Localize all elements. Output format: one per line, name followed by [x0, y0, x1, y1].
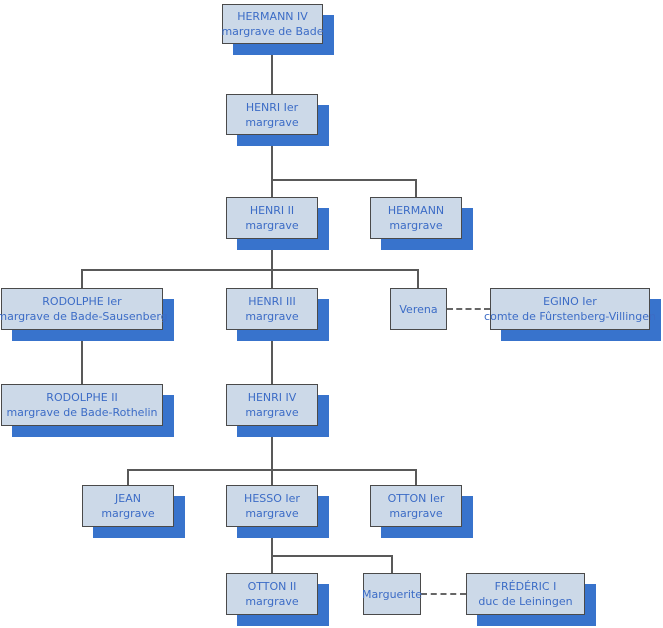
connector-rail-hesso-children: [271, 555, 393, 557]
node-rodolphe-ier[interactable]: RODOLPHE Ier margrave de Bade-Sausenberg: [0, 288, 168, 330]
node-henri-iii[interactable]: HENRI III margrave: [226, 288, 318, 330]
node-rodolphe-ii[interactable]: RODOLPHE II margrave de Bade-Rothelin: [1, 384, 163, 426]
person-name: HENRI Ier: [245, 100, 299, 114]
connector-henri1-henri2: [271, 135, 273, 197]
person-title: margrave: [245, 595, 299, 608]
connector-drop-otton1: [415, 469, 417, 485]
node-jean[interactable]: JEAN margrave: [82, 485, 174, 527]
connector-rail-henri4-children: [127, 469, 417, 471]
person-name: HESSO Ier: [244, 492, 300, 505]
person-title: margrave de Bade-Rothelin: [6, 406, 158, 419]
node-hesso-ier[interactable]: HESSO Ier margrave: [226, 485, 318, 527]
node-frederic-i[interactable]: FRÉDÉRIC I duc de Leiningen: [466, 573, 585, 615]
person-name: HERMANN: [387, 204, 445, 217]
person-name: OTTON Ier: [387, 492, 445, 505]
connector-drop-hermann: [415, 179, 417, 197]
person-name: HENRI II: [249, 204, 295, 217]
person-title: comte de Fûrstenberg-Villingen: [484, 310, 656, 323]
person-name: HERMANN IV: [237, 10, 308, 23]
marriage-line-verena-egino: [447, 308, 490, 310]
person-title: margrave de Bade-Sausenberg: [0, 310, 168, 323]
connector-drop-verena: [417, 269, 419, 288]
connector-hermann4-henri1: [271, 44, 273, 94]
person-title: margrave: [389, 507, 443, 520]
person-title: margrave: [245, 219, 299, 232]
person-name: RODOLPHE Ier: [42, 295, 122, 308]
connector-henri3-henri4: [271, 330, 273, 384]
connector-henri2-henri3: [271, 239, 273, 288]
person-name: FRÉDÉRIC I: [494, 580, 557, 593]
person-title: margrave: [245, 310, 299, 323]
person-title: margrave: [245, 406, 299, 419]
connector-rail-henri2-children: [81, 269, 419, 271]
marriage-line-marguerite-frederic: [421, 593, 466, 595]
person-name: Marguerite: [362, 587, 422, 601]
person-name: EGINO Ier: [543, 295, 597, 308]
node-henri-ii[interactable]: HENRI II margrave: [226, 197, 318, 239]
person-title: margrave: [245, 507, 299, 520]
person-name: RODOLPHE II: [46, 391, 118, 404]
node-henri-iv[interactable]: HENRI IV margrave: [226, 384, 318, 426]
person-title: margrave: [245, 115, 299, 129]
node-marguerite[interactable]: Marguerite: [362, 573, 422, 615]
connector-drop-rodolphe1: [81, 269, 83, 288]
node-verena[interactable]: Verena: [390, 288, 447, 330]
person-name: JEAN: [115, 492, 141, 505]
person-title: margrave: [389, 219, 443, 232]
person-name: Verena: [399, 302, 438, 316]
person-title: margrave de Bade: [221, 25, 324, 38]
node-otton-ii[interactable]: OTTON II margrave: [226, 573, 318, 615]
connector-rodolphe1-rodolphe2: [81, 330, 83, 384]
connector-rail-henri1-children: [271, 179, 417, 181]
node-henri-ier[interactable]: HENRI Ier margrave: [226, 94, 318, 135]
node-egino-ier[interactable]: EGINO Ier comte de Fûrstenberg-Villingen: [484, 288, 656, 330]
node-otton-ier[interactable]: OTTON Ier margrave: [370, 485, 462, 527]
person-name: HENRI IV: [247, 391, 297, 404]
connector-drop-jean: [127, 469, 129, 485]
person-title: margrave: [101, 507, 155, 520]
connector-hesso-otton2: [271, 527, 273, 573]
connector-henri4-hesso: [271, 426, 273, 485]
node-hermann[interactable]: HERMANN margrave: [370, 197, 462, 239]
node-hermann-iv[interactable]: HERMANN IV margrave de Bade: [221, 4, 324, 44]
connector-drop-marguerite: [391, 555, 393, 573]
person-name: OTTON II: [247, 580, 297, 593]
person-name: HENRI III: [248, 295, 296, 308]
person-title: duc de Leiningen: [478, 595, 573, 608]
